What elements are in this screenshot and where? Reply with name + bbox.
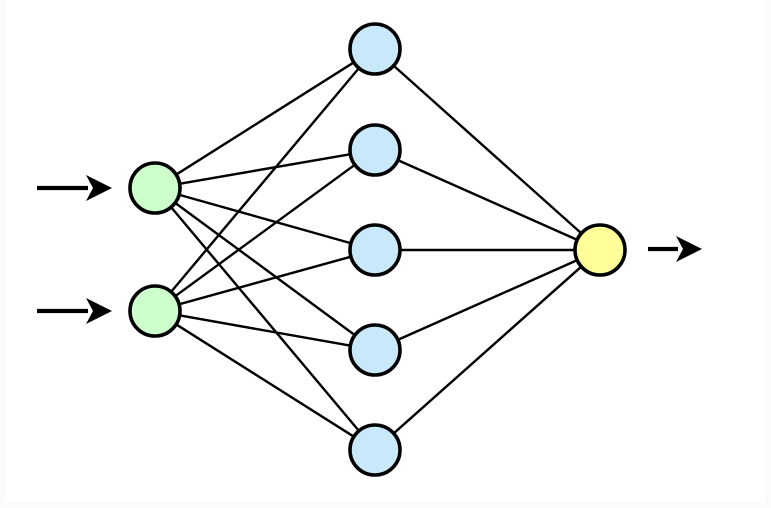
output-arrow-head — [676, 236, 702, 262]
input-arrow-top — [37, 175, 112, 201]
edge-in-2-to-hid-2 — [173, 163, 357, 298]
input-arrow-bottom-head — [86, 298, 112, 324]
edge-hid-4-to-out-1 — [396, 258, 579, 342]
node-circle-hid-2[interactable] — [348, 123, 402, 177]
node-circle-hid-1[interactable] — [348, 22, 402, 76]
node-hid-2[interactable] — [348, 123, 402, 177]
edge-in-2-to-hid-3 — [177, 255, 353, 306]
edge-in-1-to-hid-5 — [169, 205, 361, 433]
edge-in-2-to-hid-1 — [169, 66, 361, 294]
node-out-1[interactable] — [573, 223, 627, 277]
node-hid-1[interactable] — [348, 22, 402, 76]
edge-in-2-to-hid-4 — [178, 314, 352, 347]
node-circle-in-1[interactable] — [128, 161, 182, 215]
node-hid-5[interactable] — [348, 423, 402, 477]
edges-group — [169, 60, 583, 439]
edge-in-1-to-hid-4 — [173, 201, 357, 337]
input-arrow-bottom — [37, 298, 112, 324]
output-arrow — [648, 236, 702, 262]
edge-in-1-to-hid-1 — [174, 60, 356, 177]
node-in-1[interactable] — [128, 161, 182, 215]
edge-in-2-to-hid-5 — [174, 322, 356, 439]
edge-in-1-to-hid-2 — [178, 152, 352, 186]
node-in-2[interactable] — [128, 284, 182, 338]
input-arrow-top-head — [86, 175, 112, 201]
edge-in-1-to-hid-3 — [177, 193, 353, 245]
node-hid-4[interactable] — [348, 323, 402, 377]
node-circle-hid-5[interactable] — [348, 423, 402, 477]
edge-hid-1-to-out-1 — [392, 64, 583, 235]
node-circle-out-1[interactable] — [573, 223, 627, 277]
node-circle-hid-4[interactable] — [348, 323, 402, 377]
edge-hid-5-to-out-1 — [392, 265, 583, 435]
edge-hid-2-to-out-1 — [396, 158, 579, 242]
node-hid-3[interactable] — [348, 223, 402, 277]
nodes-group — [128, 22, 627, 477]
io-arrows-group — [37, 175, 702, 324]
node-circle-hid-3[interactable] — [348, 223, 402, 277]
node-circle-in-2[interactable] — [128, 284, 182, 338]
